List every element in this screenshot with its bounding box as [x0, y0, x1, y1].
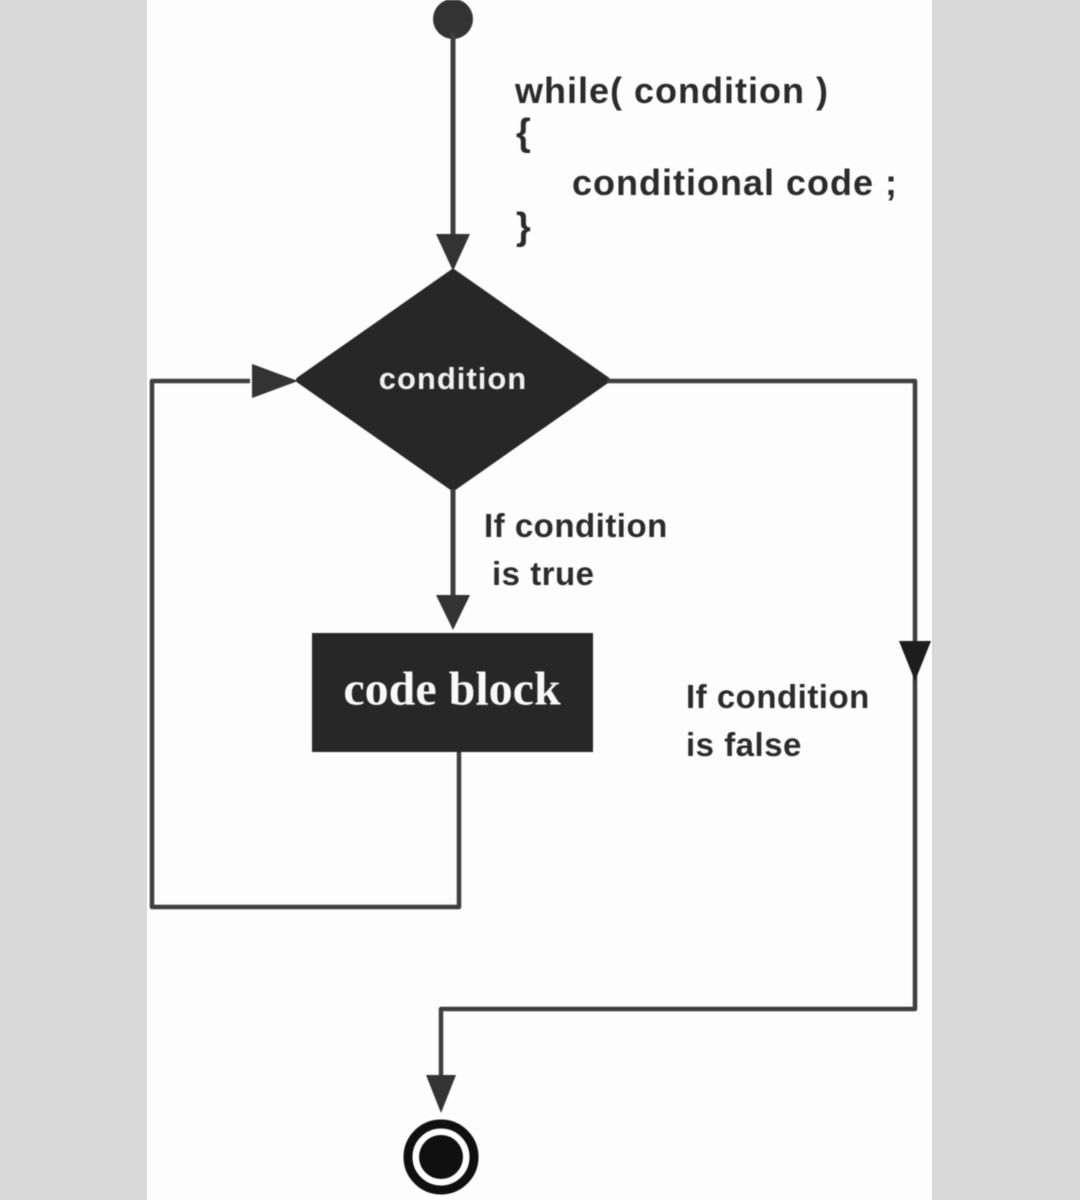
loop-back-path	[149, 378, 462, 910]
false-branch-path	[438, 378, 918, 1077]
true-branch-label-line1: If condition	[484, 507, 668, 544]
end-node-inner-dot	[419, 1135, 463, 1179]
arrowhead-into-condition	[436, 234, 470, 271]
true-branch-label-line2: is true	[492, 555, 595, 592]
false-branch-label-line1: If condition	[686, 678, 870, 715]
arrowhead-into-code-block	[436, 595, 470, 630]
false-branch-label-line2: is false	[686, 726, 802, 763]
code-block-node	[312, 633, 593, 752]
code-snippet-body: conditional code ;	[572, 162, 899, 203]
code-block-node-label: code block	[343, 662, 561, 716]
start-node	[433, 0, 473, 39]
condition-diamond	[296, 269, 610, 491]
arrowhead-false-branch-mid	[899, 641, 931, 681]
code-snippet-close-brace: }	[516, 206, 532, 248]
condition-node-label: condition	[378, 361, 528, 396]
arrowhead-loop-into-condition	[252, 364, 298, 398]
code-snippet-open-brace: {	[516, 112, 532, 154]
code-snippet-line-while: while( condition )	[515, 70, 829, 111]
arrowhead-into-end	[426, 1075, 456, 1113]
right-gutter	[932, 0, 1080, 1200]
left-gutter	[0, 0, 147, 1200]
